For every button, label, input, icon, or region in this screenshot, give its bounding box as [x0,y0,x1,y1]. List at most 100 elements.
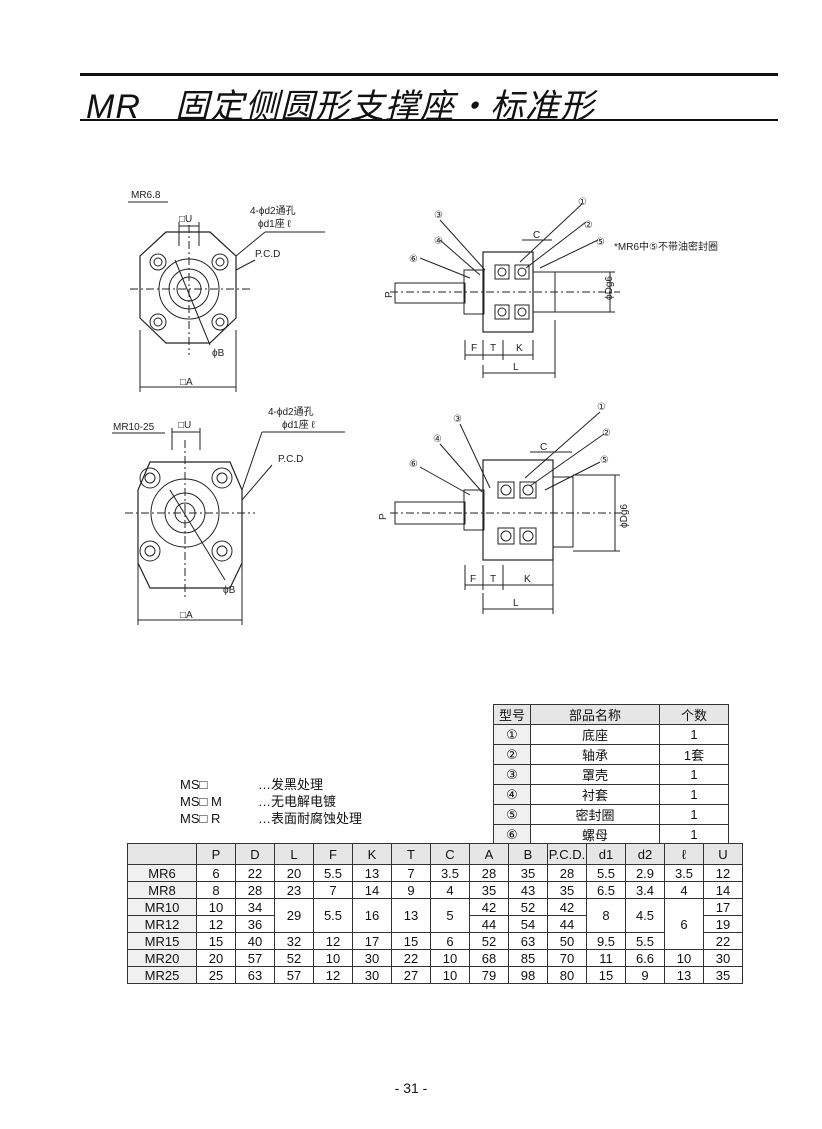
table-row: MR25 25 63 57 12 30 27 10 79 98 80 15 9 … [127,966,743,984]
cell-k: 13 [352,864,392,882]
cell-u: 14 [703,881,743,899]
cell-f: 7 [313,881,353,899]
cell-pcd: 44 [547,915,587,933]
pcd-bottom: P.C.D [278,454,303,465]
cell-c: 3.5 [430,864,470,882]
dim-l-top: L [513,362,519,373]
label-mr6-8: MR6.8 [131,190,161,201]
mr6-note: *MR6中⑤不带油密封圈 [614,240,718,253]
label-mr10-25: MR10-25 [113,422,155,433]
cell-b: 43 [508,881,548,899]
cell-f: 12 [313,966,353,984]
cell-d1: 15 [586,966,626,984]
dim-col-a: A [469,843,509,865]
header-rule-bottom [80,119,778,121]
marker-3-top: ③ [434,210,443,221]
technical-drawings: MR6.8 □U 4-ϕd2通孔 ϕd1座 ℓ P.C.D ϕB □A MR10… [112,190,718,625]
cell-b: 52 [508,898,548,916]
dim-p-top: P [384,291,395,298]
dim-col-b: B [508,843,548,865]
parts-col-name: 部品名称 [530,704,660,725]
parts-table-header: 型号 部品名称 个数 [493,704,729,725]
cell-k-merged: 16 [352,898,392,933]
cell-a: 52 [469,932,509,950]
marker-6-bottom: ⑥ [409,459,418,470]
part-no: ① [493,724,531,745]
cell-f: 10 [313,949,353,967]
table-row: MR15 15 40 32 12 17 15 6 52 63 50 9.5 5.… [127,932,743,950]
dim-col-t: T [391,843,431,865]
table-row: MR8 8 28 23 7 14 9 4 35 43 35 6.5 3.4 4 … [127,881,743,899]
model-cell: MR20 [127,949,197,967]
cell-p: 25 [196,966,236,984]
cell-d1: 6.5 [586,881,626,899]
cell-k: 14 [352,881,392,899]
finish-symbol: MS□ R [180,811,221,826]
finish-notes: MS□…发黑处理 MS□ M…无电解电镀 MS□ R…表面耐腐蚀处理 [180,776,362,827]
dim-a-bottom: □A [180,610,193,621]
finish-note: MS□ M…无电解电镀 [180,793,362,810]
cell-c: 6 [430,932,470,950]
cell-l-ell-merged: 6 [664,898,704,950]
parts-col-model: 型号 [493,704,531,725]
dim-col-d: D [235,843,275,865]
dim-col-p: P [196,843,236,865]
holes-note-1-bottom: 4-ϕd2通孔 [268,406,314,418]
marker-3-bottom: ③ [453,414,462,425]
dim-dg6-top: ϕDg6 [604,276,615,300]
cell-d1: 5.5 [586,864,626,882]
cell-t-merged: 13 [391,898,431,933]
cell-l-ell: 10 [664,949,704,967]
marker-1-bottom: ① [597,402,606,413]
cell-l-ell: 13 [664,966,704,984]
cell-t: 9 [391,881,431,899]
dim-col-u: U [703,843,743,865]
cell-d1: 11 [586,949,626,967]
cell-a: 44 [469,915,509,933]
dim-col-pcd: P.C.D. [547,843,587,865]
dim-u-top: □U [179,214,192,225]
part-name: 螺母 [530,824,660,845]
cell-t: 22 [391,949,431,967]
front-view-mr10-25 [112,428,345,625]
section-view-top [390,203,620,378]
model-cell: MR15 [127,932,197,950]
dim-b-bottom: ϕB [223,585,236,596]
cell-a: 68 [469,949,509,967]
finish-desc: …表面耐腐蚀处理 [258,811,363,826]
part-qty: 1 [659,824,729,845]
finish-symbol: MS□ [180,777,208,792]
dim-c-bottom: C [540,442,547,453]
cell-u: 30 [703,949,743,967]
cell-b: 35 [508,864,548,882]
dim-c-top: C [533,230,540,241]
part-no: ⑤ [493,804,531,825]
part-name: 衬套 [530,784,660,805]
cell-b: 98 [508,966,548,984]
part-no: ④ [493,784,531,805]
dim-col-f: F [313,843,353,865]
cell-l: 23 [274,881,314,899]
cell-u: 22 [703,932,743,950]
dim-col-l: L [274,843,314,865]
part-qty: 1套 [659,744,729,765]
marker-4-bottom: ④ [433,434,442,445]
cell-d2: 5.5 [625,932,665,950]
dim-col-d1: d1 [586,843,626,865]
part-qty: 1 [659,804,729,825]
dim-col-c: C [430,843,470,865]
dimension-table: P D L F K T C A B P.C.D. d1 d2 ℓ U MR6 6… [127,843,743,984]
marker-2-bottom: ② [602,428,611,439]
holes-note-1-top: 4-ϕd2通孔 [250,205,296,217]
cell-pcd: 50 [547,932,587,950]
holes-note-2-top: ϕd1座 ℓ [258,217,292,230]
cell-l-ell: 3.5 [664,864,704,882]
cell-l: 32 [274,932,314,950]
cell-p: 10 [196,898,236,916]
dim-col-k: K [352,843,392,865]
